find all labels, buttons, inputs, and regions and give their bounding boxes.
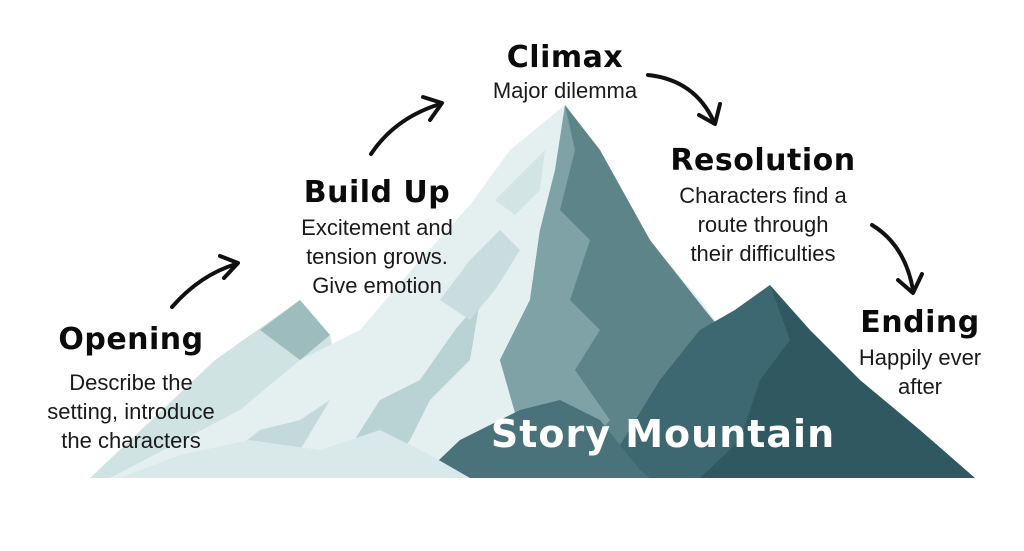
snow-streak xyxy=(330,300,480,478)
right-dark-mountain-face xyxy=(600,285,790,478)
stage-climax-line: Major dilemma xyxy=(492,78,638,103)
stage-opening-title: Opening xyxy=(58,322,204,357)
stage-opening-line: Describe the xyxy=(69,370,193,395)
main-mountain-rock-highlight xyxy=(500,105,610,478)
left-small-peak-shadow xyxy=(260,300,330,360)
snow-streak xyxy=(495,150,545,215)
stage-build-up-line: tension grows. xyxy=(306,244,448,269)
stage-ending: Ending Happily ever after xyxy=(835,305,1005,401)
stage-ending-line: Happily ever xyxy=(858,345,982,370)
stage-resolution-line: their difficulties xyxy=(690,241,836,266)
stage-build-up: Build Up Excitement and tension grows. G… xyxy=(272,175,482,300)
arrow-resolution-to-ending xyxy=(870,223,924,295)
stage-resolution-line: route through xyxy=(697,212,829,237)
stage-resolution: Resolution Characters find a route throu… xyxy=(650,143,876,268)
stage-build-up-title: Build Up xyxy=(303,175,451,210)
arrow-climax-to-resolution xyxy=(646,73,722,126)
stage-build-up-line: Give emotion xyxy=(312,273,442,298)
arrow-buildup-to-climax xyxy=(369,95,444,156)
foreground-rock xyxy=(420,400,650,478)
diagram-title: Story Mountain xyxy=(490,412,836,456)
stage-build-up-line: Excitement and xyxy=(301,215,453,240)
stage-climax-title: Climax xyxy=(506,40,624,75)
foreground-snow xyxy=(120,430,470,478)
snow-streak xyxy=(440,230,520,320)
stage-resolution-title: Resolution xyxy=(670,143,856,178)
stage-opening-line: the characters xyxy=(61,428,201,453)
stage-ending-line: after xyxy=(897,374,943,399)
stage-climax: Climax Major dilemma xyxy=(460,40,670,105)
stage-resolution-line: Characters find a xyxy=(679,183,847,208)
stage-opening-line: setting, introduce xyxy=(47,399,215,424)
arrow-opening-to-buildup xyxy=(170,254,240,309)
stage-ending-title: Ending xyxy=(860,305,980,340)
stage-opening: Opening Describe the setting, introduce … xyxy=(18,322,244,455)
